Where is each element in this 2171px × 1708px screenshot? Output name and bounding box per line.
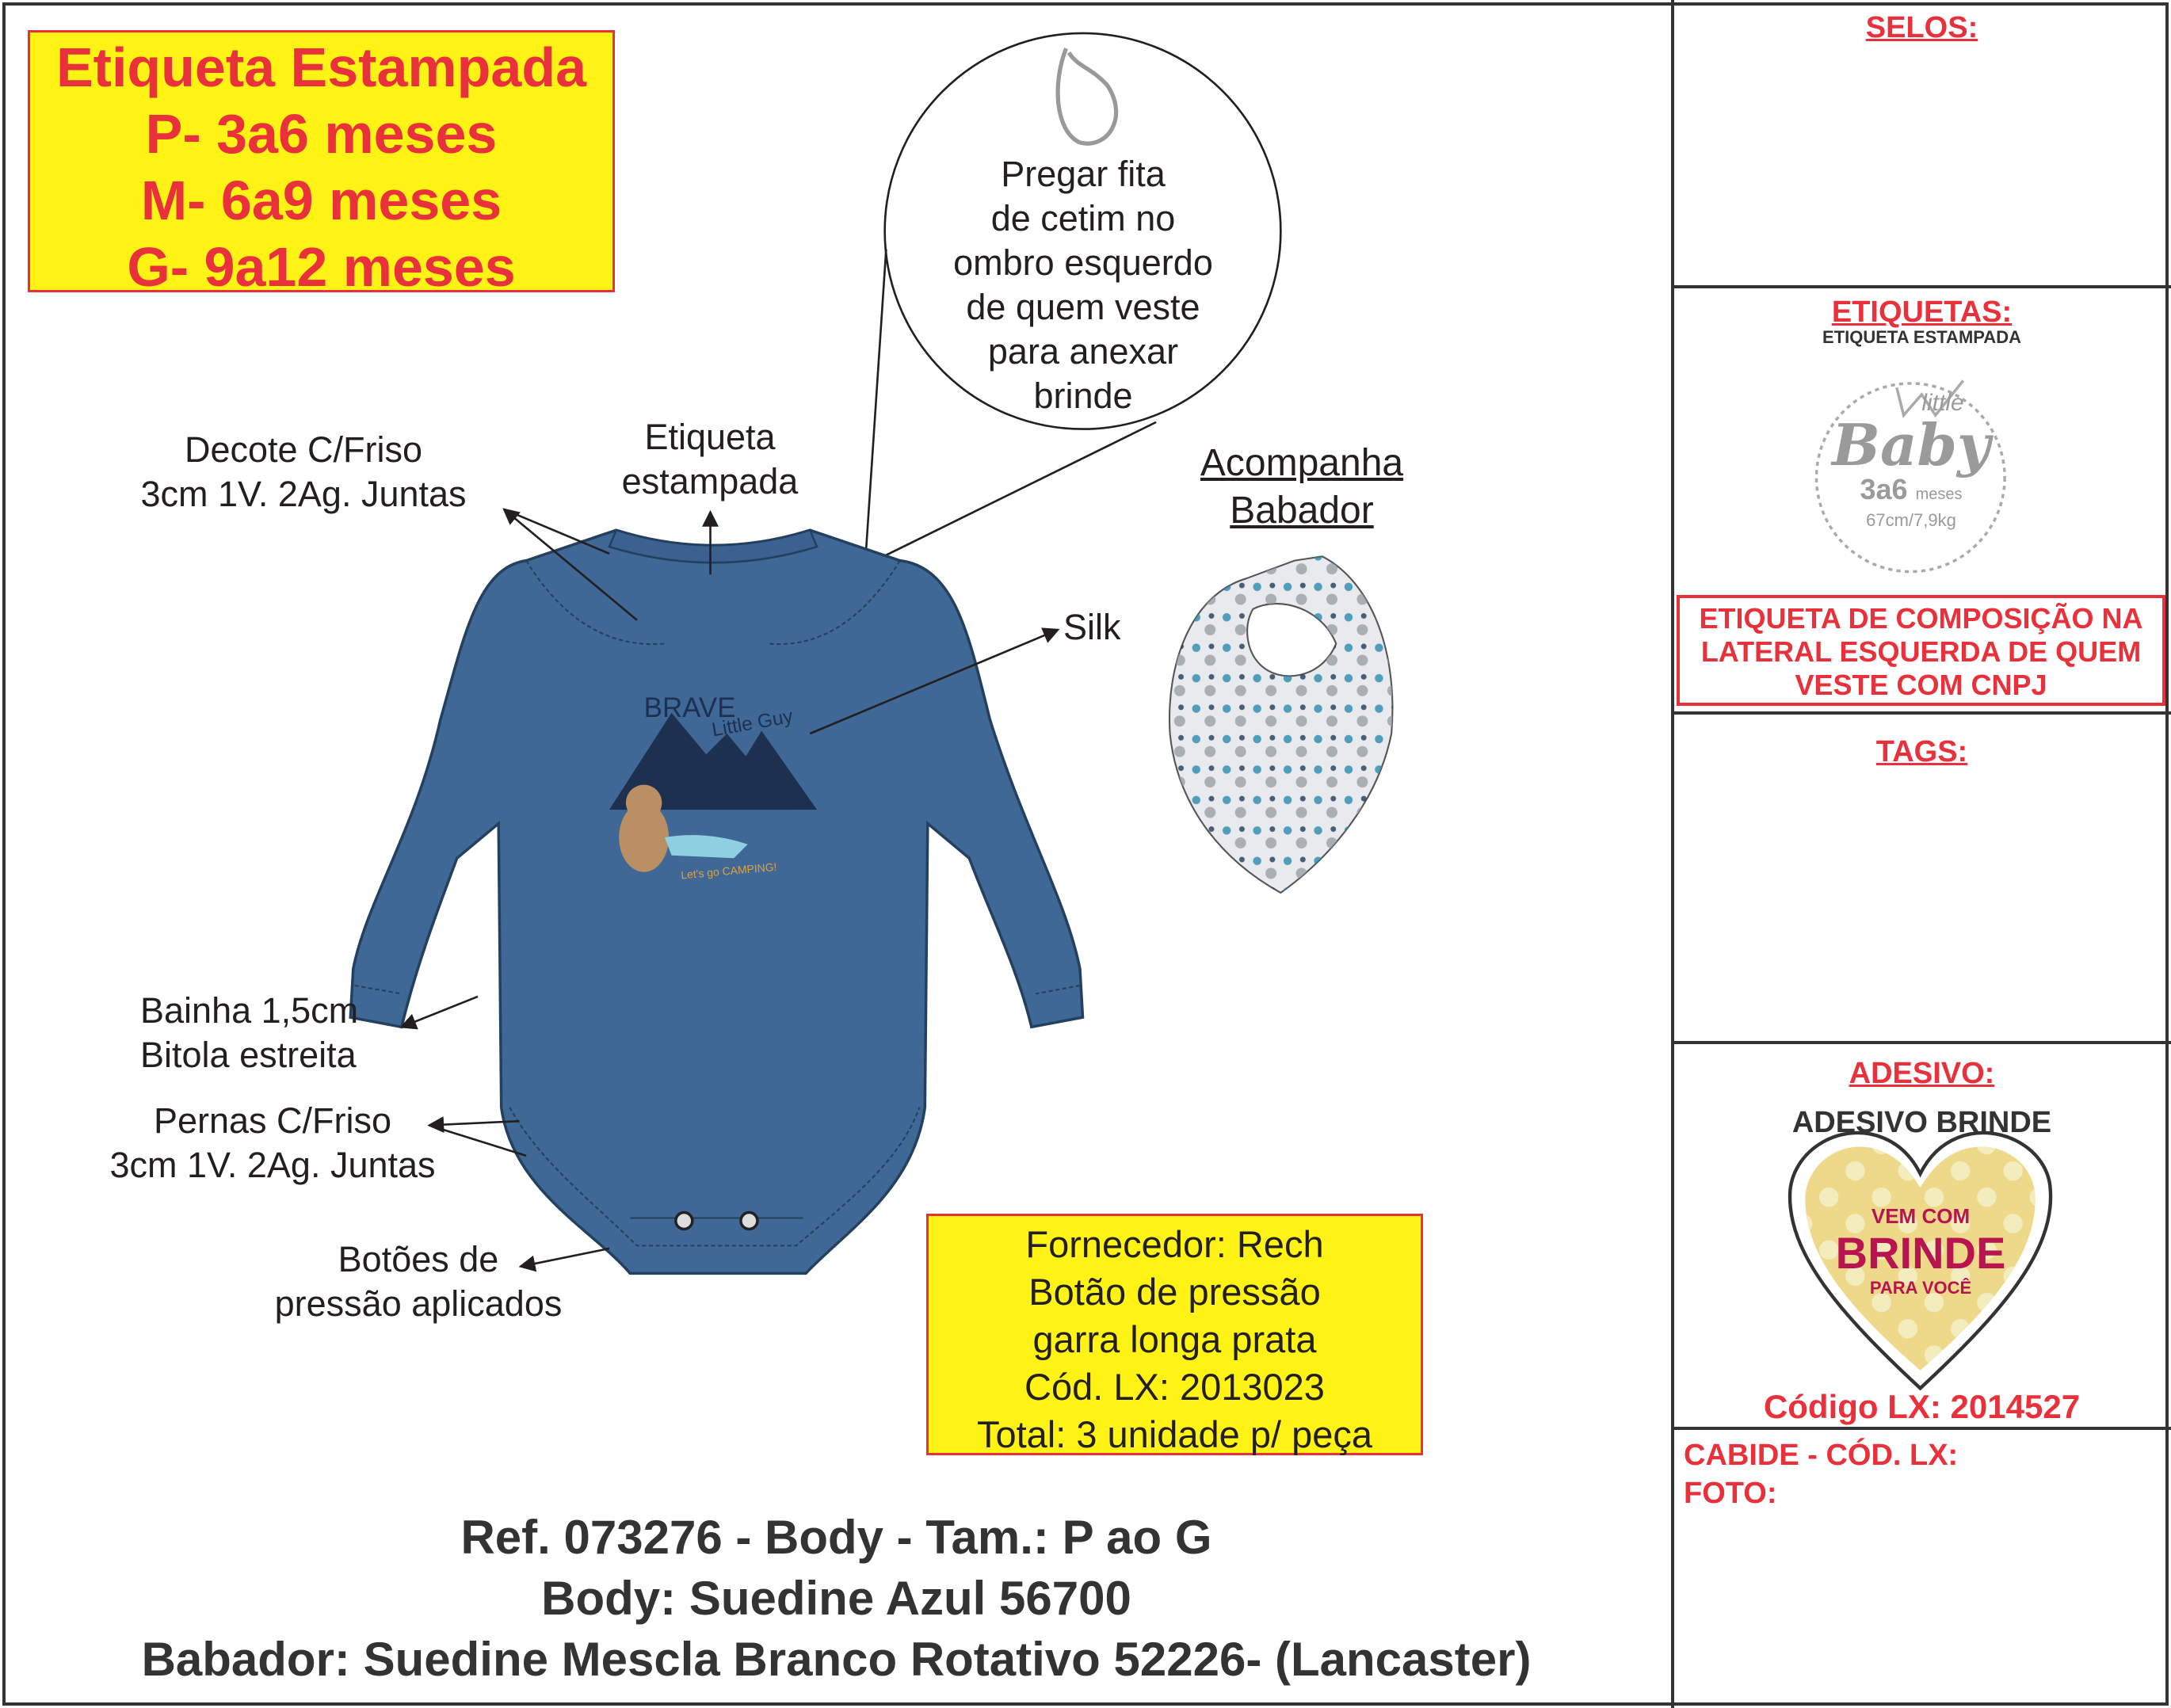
footer-body: Body: Suedine Azul 56700	[541, 1572, 1131, 1625]
label-etiqueta: Etiqueta estampada	[551, 415, 868, 504]
callout-text: Pregar fita de cetim no ombro esquerdo d…	[925, 152, 1242, 418]
bib-drawing	[1168, 555, 1394, 894]
silk-print-art: BRAVE Little Guy Let's go CAMPING!	[609, 692, 818, 881]
brinde-heart-sticker	[1788, 1130, 2053, 1391]
label-line: estampada	[621, 461, 799, 501]
label-line: Botões de	[338, 1239, 499, 1279]
divider	[1673, 711, 2171, 715]
label-botoes: Botões de pressão aplicados	[220, 1237, 616, 1326]
tags-heading: TAGS:	[1875, 735, 1968, 768]
supplier-line: Botão de pressão	[1028, 1271, 1321, 1313]
label-pernas: Pernas C/Friso 3cm 1V. 2Ag. Juntas	[35, 1099, 510, 1188]
logo-baby: Baby	[1832, 411, 1990, 478]
sticker-line: PARA VOCÊ	[1869, 1278, 1972, 1298]
cabide-info: CABIDE - CÓD. LX: FOTO:	[1684, 1436, 1958, 1512]
label-line: Etiqueta	[644, 417, 776, 457]
label-line: Decote C/Friso	[184, 429, 423, 470]
callout-line: brinde	[1033, 376, 1133, 416]
bodysuit-drawing: BRAVE Little Guy Let's go CAMPING!	[349, 528, 1085, 1275]
composition-line: LATERAL ESQUERDA DE QUEM	[1700, 635, 2142, 668]
callout-line: ombro esquerdo	[953, 242, 1213, 283]
composition-line: VESTE COM CNPJ	[1795, 669, 2047, 701]
size-p: P- 3a6 meses	[145, 103, 498, 165]
snap-button-icon	[739, 1210, 759, 1231]
size-box-title: Etiqueta Estampada	[55, 36, 587, 98]
foto-label: FOTO:	[1684, 1477, 1777, 1510]
logo-text: little Baby 3a6 meses 67cm/7,9kg	[1822, 390, 2000, 531]
supplier-line: Total: 3 unidade p/ peça	[976, 1413, 1373, 1455]
sticker-line: BRINDE	[1835, 1228, 2006, 1278]
divider	[1673, 1427, 2171, 1430]
little-baby-logo	[1814, 379, 2006, 574]
callout-line: para anexar	[987, 331, 1179, 372]
composition-line: ETIQUETA DE COMPOSIÇÃO NA	[1699, 602, 2143, 635]
callout-line: de quem veste	[966, 287, 1200, 327]
etiquetas-heading: ETIQUETAS:	[1831, 295, 2013, 329]
callout-line: Pregar fita	[1001, 154, 1166, 194]
sticker-text: VEM COM BRINDE PARA VOCÊ	[1802, 1204, 2039, 1298]
logo-little: little	[1921, 390, 1964, 416]
callout-circle	[883, 32, 1282, 430]
ribbon-loop-icon	[1055, 48, 1119, 146]
adesivo-heading: ADESIVO:	[1849, 1057, 1995, 1090]
logo-unit: meses	[1915, 486, 1963, 503]
label-line: pressão aplicados	[274, 1283, 563, 1324]
label-line: 3cm 1V. 2Ag. Juntas	[109, 1145, 436, 1185]
adesivo-subheading: ADESIVO BRINDE	[1791, 1106, 2052, 1139]
supplier-line: Cód. LX: 2013023	[1024, 1366, 1325, 1408]
adesivo-code: Código LX: 2014527	[1763, 1388, 2081, 1425]
sticker-line: VEM COM	[1871, 1204, 1971, 1228]
callout-line: de cetim no	[990, 198, 1176, 238]
divider	[1673, 1041, 2171, 1044]
print-text: BRAVE	[644, 692, 736, 723]
label-decote: Decote C/Friso 3cm 1V. 2Ag. Juntas	[66, 428, 541, 517]
label-line: Acompanha	[1200, 442, 1404, 484]
label-bainha: Bainha 1,5cm Bitola estreita	[140, 989, 358, 1077]
label-line: Bitola estreita	[140, 1035, 357, 1075]
label-silk: Silk	[1063, 607, 1121, 647]
logo-measure: 67cm/7,9kg	[1866, 510, 1956, 530]
size-g: G- 9a12 meses	[127, 236, 516, 298]
etiquetas-subheading: ETIQUETA ESTAMPADA	[1822, 327, 2021, 347]
supplier-line: garra longa prata	[1032, 1318, 1317, 1360]
label-line: Bainha 1,5cm	[140, 990, 359, 1031]
label-line: 3cm 1V. 2Ag. Juntas	[140, 474, 467, 514]
footer-babador: Babador: Suedine Mescla Branco Rotativo …	[141, 1633, 1532, 1686]
size-m: M- 6a9 meses	[140, 170, 502, 231]
composition-label-box: ETIQUETA DE COMPOSIÇÃO NA LATERAL ESQUER…	[1677, 595, 2165, 706]
logo-size: 3a6	[1860, 473, 1908, 505]
supplier-box: Fornecedor: Rech Botão de pressão garra …	[926, 1214, 1423, 1455]
footer-ref: Ref. 073276 - Body - Tam.: P ao G	[460, 1511, 1212, 1564]
label-line: Pernas C/Friso	[153, 1100, 392, 1141]
cabide-code: CABIDE - CÓD. LX:	[1684, 1439, 1959, 1472]
snap-button-icon	[674, 1210, 694, 1231]
label-acompanha-babador: Acompanha Babador	[1143, 440, 1460, 535]
size-label-box: Etiqueta Estampada P- 3a6 meses M- 6a9 m…	[28, 30, 615, 298]
divider	[1671, 0, 1674, 1708]
label-line: Babador	[1230, 490, 1374, 532]
divider	[1673, 285, 2171, 288]
supplier-line: Fornecedor: Rech	[1025, 1223, 1324, 1265]
selos-heading: SELOS:	[1865, 11, 1978, 44]
